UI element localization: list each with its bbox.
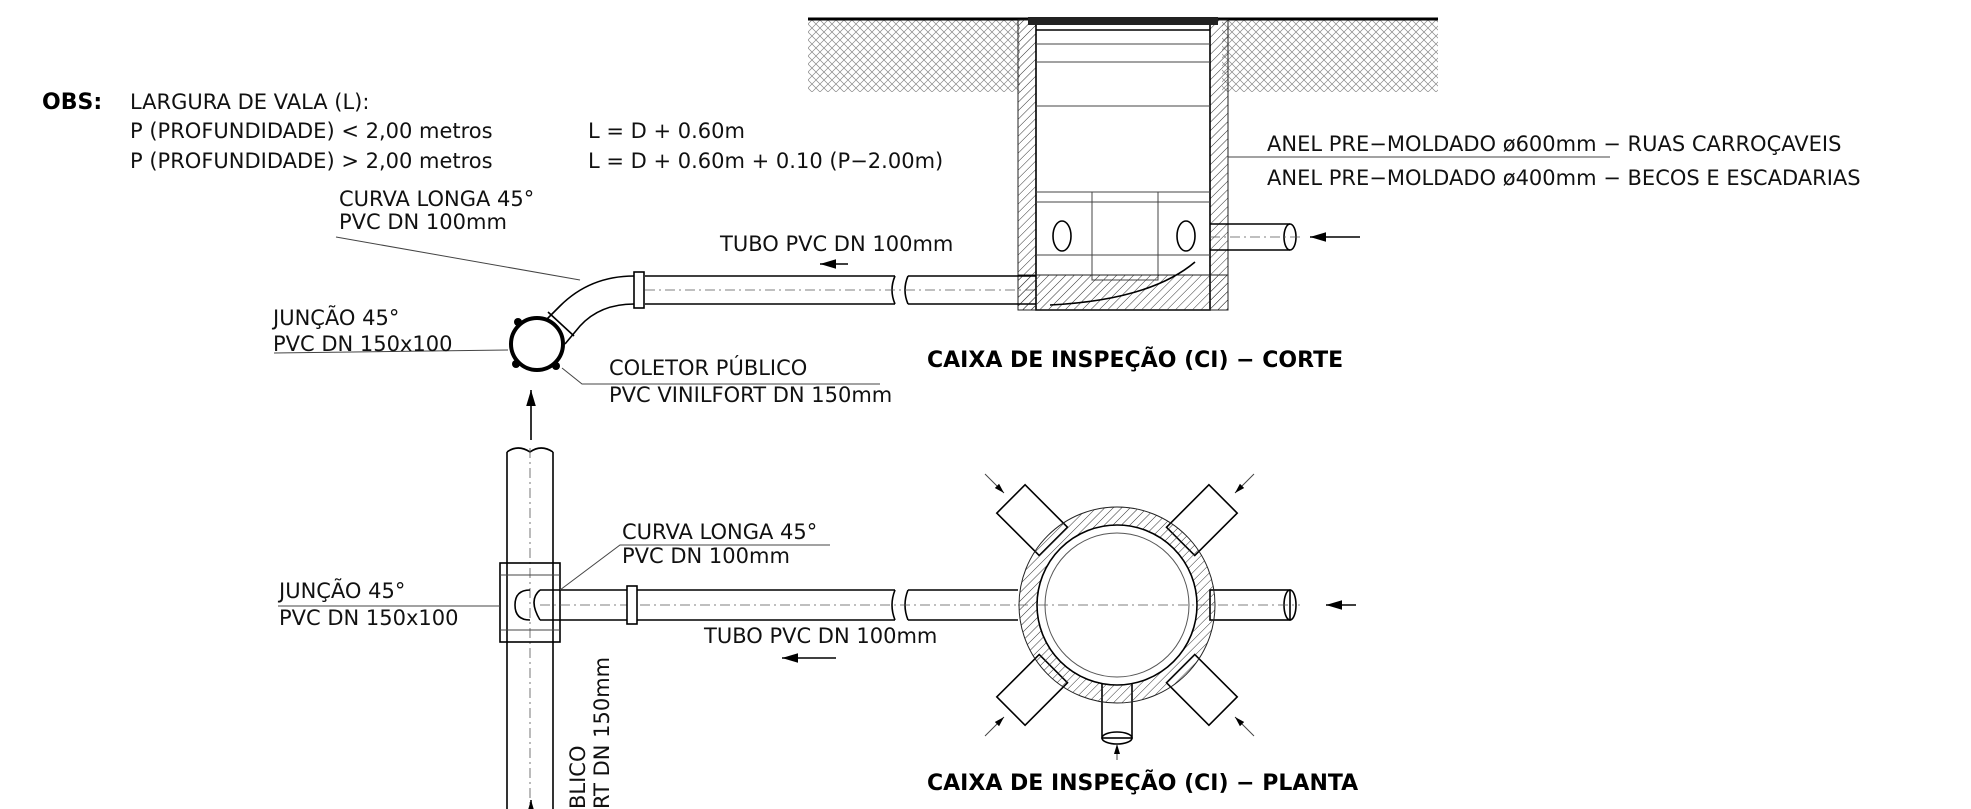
inspection-box-plan xyxy=(995,483,1300,745)
note-line-1: LARGURA DE VALA (L): xyxy=(130,90,369,114)
notes-block: OBS: LARGURA DE VALA (L): P (PROFUNDIDAD… xyxy=(42,90,943,173)
note-line-3-right: L = D + 0.60m + 0.10 (P−2.00m) xyxy=(588,149,943,173)
curva-label-1-section: CURVA LONGA 45° xyxy=(339,187,534,211)
inlet-pipe-section xyxy=(1210,223,1300,251)
leader-curva-section xyxy=(335,236,581,281)
juncao-label-1-plan: JUNÇÃO 45° xyxy=(277,577,405,603)
section-title: CAIXA DE INSPEÇÃO (CI) − CORTE xyxy=(927,347,1343,373)
juncao-label-1-section: JUNÇÃO 45° xyxy=(271,304,399,330)
branch-pipe-plan xyxy=(514,585,1018,625)
curva-label-1-plan: CURVA LONGA 45° xyxy=(622,520,817,544)
coletor-label-2-section: PVC VINILFORT DN 150mm xyxy=(609,383,892,407)
anel-400-label: ANEL PRE−MOLDADO ø400mm − BECOS E ESCADA… xyxy=(1267,166,1861,190)
public-collector-plan xyxy=(499,447,561,809)
inspection-box-section xyxy=(1017,17,1229,311)
tubo-label-section: TUBO PVC DN 100mm xyxy=(719,232,953,256)
section-view: CURVA LONGA 45° PVC DN 100mm JUNÇÃO 45° … xyxy=(271,17,1861,407)
juncao-label-2-plan: PVC DN 150x100 xyxy=(279,606,459,630)
coletor-label-1-section: COLETOR PÚBLICO xyxy=(609,355,807,380)
outlet-pipe-section xyxy=(633,271,1036,309)
plan-title: CAIXA DE INSPEÇÃO (CI) − PLANTA xyxy=(927,770,1358,796)
leader-juncao-section xyxy=(273,349,509,354)
arrow-nw xyxy=(984,473,1005,494)
vertical-label-2: RT DN 150mm xyxy=(590,657,614,809)
note-line-2-right: L = D + 0.60m xyxy=(588,119,745,143)
leader-coletor-section xyxy=(561,367,880,385)
soil-right xyxy=(1222,20,1438,92)
soil-left xyxy=(808,20,1020,92)
tubo-label-plan: TUBO PVC DN 100mm xyxy=(703,624,937,648)
leader-curva-plan xyxy=(559,544,830,591)
arrow-ne xyxy=(1234,473,1255,494)
note-line-3-left: P (PROFUNDIDADE) > 2,00 metros xyxy=(130,149,493,173)
note-line-2-left: P (PROFUNDIDADE) < 2,00 metros xyxy=(130,119,493,143)
long-curve-section xyxy=(539,275,635,345)
vertical-label-1: BLICO xyxy=(566,746,590,809)
curva-label-2-section: PVC DN 100mm xyxy=(339,210,507,234)
arrow-sw xyxy=(984,716,1005,737)
plan-view: CURVA LONGA 45° PVC DN 100mm JUNÇÃO 45° … xyxy=(277,447,1358,809)
juncao-label-2-section: PVC DN 150x100 xyxy=(273,332,453,356)
obs-label: OBS: xyxy=(42,90,102,115)
arrow-se xyxy=(1234,716,1255,737)
anel-600-label: ANEL PRE−MOLDADO ø600mm − RUAS CARROÇAVE… xyxy=(1267,132,1841,156)
curva-label-2-plan: PVC DN 100mm xyxy=(622,544,790,568)
public-collector-section xyxy=(509,316,565,372)
